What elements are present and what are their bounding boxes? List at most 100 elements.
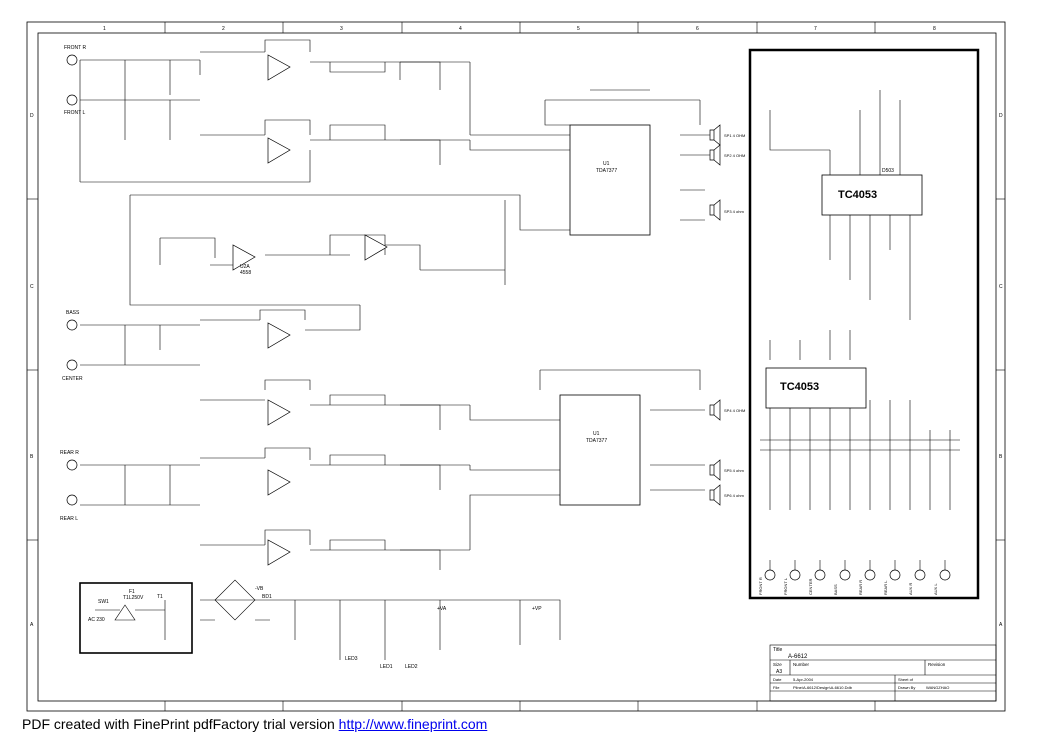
date-label: Date (773, 677, 782, 682)
speaker-sp6 (709, 484, 721, 506)
speaker-sp2 (709, 144, 721, 166)
psu-ac: AC 230 (88, 617, 105, 623)
title-label: Title (773, 647, 782, 653)
led-label: LED2 (405, 664, 418, 670)
output-label-bass: BASS (833, 584, 838, 595)
col-label: 4 (459, 26, 462, 32)
ic-u2a-label: U2A (240, 264, 250, 270)
ic-u1-label: U1 (603, 161, 610, 167)
input-label-rear-l: REAR L (60, 516, 78, 522)
title-block (769, 644, 997, 702)
opamp-u5a (267, 469, 291, 496)
input-label-front-r: FRONT R (64, 45, 87, 51)
row-label: C (30, 284, 34, 290)
row-label: B (30, 454, 34, 460)
speaker-label: SP2 4 OHM (724, 153, 745, 158)
output-label-aux-r: AUX R (908, 583, 913, 595)
size-label: Size (773, 662, 782, 667)
output-label-rear-l: REAR L (883, 580, 888, 595)
pdf-footer: PDF created with FinePrint pdfFactory tr… (22, 716, 487, 732)
led-label: LED3 (345, 656, 358, 662)
number-label: Number (793, 662, 810, 667)
col-label: 7 (814, 26, 817, 32)
psu-f1: F1 (129, 589, 135, 595)
row-label: A (30, 622, 34, 628)
jack-out-front-l (789, 569, 801, 581)
ic-d503-label: D503 (882, 168, 894, 174)
speaker-sp1 (709, 124, 721, 146)
ic-tc4053-bottom (765, 367, 867, 409)
sheet-inner-border (37, 32, 997, 702)
drawn-value: WANGZHAO (926, 685, 949, 690)
footer-text: PDF created with FinePrint pdfFactory tr… (22, 716, 339, 732)
output-label-rear-r: REAR R (858, 580, 863, 595)
ic-u1-rear (559, 394, 641, 506)
ic-tc4053-bottom-label: TC4053 (780, 381, 819, 393)
title-value: A-6612 (788, 654, 808, 660)
jack-center (66, 359, 78, 371)
opamp-u1b (267, 137, 291, 164)
row-label: B (999, 454, 1003, 460)
jack-out-aux-l (939, 569, 951, 581)
opamp-u4a (267, 322, 291, 349)
speaker-label: SP6 4 ohm (724, 493, 744, 498)
size-value: A3 (776, 669, 782, 675)
psu-vp: +VP (532, 606, 542, 612)
psu-vb: -VB (255, 586, 264, 592)
speaker-label: SP3 4 ohm (724, 209, 744, 214)
footer-link[interactable]: http://www.fineprint.com (338, 716, 488, 732)
jack-front-r (66, 54, 78, 66)
psu-sw1: SW1 (98, 599, 109, 605)
input-label-center: CENTER (62, 376, 83, 382)
row-label: D (999, 113, 1003, 119)
output-label-aux-l: AUX L (933, 583, 938, 595)
jack-out-aux-r (914, 569, 926, 581)
led-label: LED1 (380, 664, 393, 670)
speaker-label: SP1 4 OHM (724, 133, 745, 138)
output-label-front-r: FRONT R (758, 577, 763, 595)
jack-rear-r (66, 459, 78, 471)
speaker-sp3 (709, 199, 721, 221)
jack-bass (66, 319, 78, 331)
sheet-label: Sheet of (898, 677, 914, 682)
selector-board-outline (748, 48, 980, 600)
file-label: File (773, 685, 780, 690)
ic-u2a-part: 4558 (240, 270, 251, 276)
jack-out-bass (839, 569, 851, 581)
col-label: 6 (696, 26, 699, 32)
ic-tc4053-top-label: TC4053 (838, 189, 877, 201)
input-label-front-l: FRONT L (64, 110, 86, 116)
ic-tc4053-top (821, 174, 923, 216)
jack-out-rear-l (889, 569, 901, 581)
opamp-u5b (267, 539, 291, 566)
ic-u1-part: TDA7377 (596, 168, 617, 174)
row-label: A (999, 622, 1003, 628)
opamp-u1a (267, 54, 291, 81)
drawn-label: Drawn By (898, 685, 915, 690)
input-label-bass: BASS (66, 310, 80, 316)
mains-inlet-box (79, 582, 193, 654)
jack-out-center (814, 569, 826, 581)
opamp-u2a (232, 244, 256, 271)
jack-rear-l (66, 494, 78, 506)
psu-t1: T1 (157, 594, 163, 600)
ic-u1-front (569, 124, 651, 236)
opamp-u4b (267, 399, 291, 426)
col-label: 3 (340, 26, 343, 32)
ic-u1b-label: U1 (593, 431, 600, 437)
jack-out-rear-r (864, 569, 876, 581)
psu-bd1: BD1 (262, 594, 272, 600)
psu-f1-rating: T1L250V (123, 595, 144, 601)
col-label: 8 (933, 26, 936, 32)
revision-label: Revision (928, 662, 946, 667)
col-label: 5 (577, 26, 580, 32)
output-label-front-l: FRONT L (783, 577, 788, 595)
col-label: 1 (103, 26, 106, 32)
col-label: 2 (222, 26, 225, 32)
psu-vcc: +VA (437, 606, 447, 612)
ic-u1b-part: TDA7377 (586, 438, 607, 444)
output-label-center: CENTER (808, 578, 813, 595)
speaker-label: SP4 4 OHM (724, 408, 745, 413)
row-label: D (30, 113, 34, 119)
date-value: 5-Apr-2004 (793, 677, 814, 682)
